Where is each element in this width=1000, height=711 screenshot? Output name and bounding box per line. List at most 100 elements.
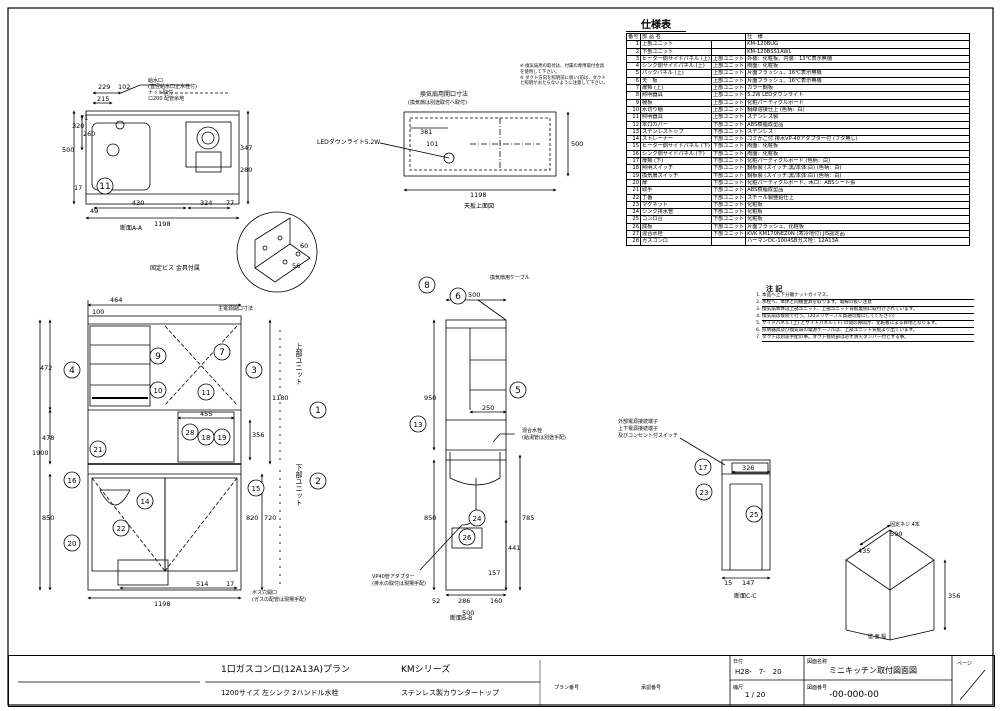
page-label: ページ (957, 661, 972, 667)
svg-text:3: 3 (251, 366, 257, 376)
balloon-14: 14 (136, 492, 154, 510)
corner-detail (845, 524, 947, 641)
svg-text:16: 16 (68, 477, 77, 485)
spec-cell-name: 上部ユニット (640, 40, 712, 49)
sheet-border (7, 7, 994, 706)
balloon-12: 11 (96, 177, 114, 195)
date-label: 日付 (733, 659, 744, 665)
spec-cell-name: 本口カバー (640, 120, 712, 129)
svg-text:11: 11 (202, 389, 211, 397)
front-elevation-view (38, 300, 281, 600)
label-base-note: 固定ネジ 4本 (890, 521, 920, 528)
label-elec-supply: 主電源開口寸法 (218, 305, 253, 312)
dim-435: 435 (858, 547, 870, 555)
dim-215: 215 (97, 95, 109, 103)
label-section-a: 断面A-A (120, 224, 143, 232)
dim-1180: 1180 (272, 394, 289, 402)
spec-cell-unit: 上部ユニット (710, 76, 747, 86)
spec-cell-no: 26 (626, 222, 641, 232)
note-item: 本品へ上下分離ナットガイマス。 (762, 293, 974, 300)
label-drain-note2: (ガスの配管は現場手配) (252, 596, 306, 603)
label-drain-note: ボス穴開口 (252, 589, 277, 596)
svg-text:28: 28 (186, 429, 195, 437)
spec-cell-no: 23 (626, 200, 641, 210)
spec-cell-name: ステンレストップ (640, 127, 712, 137)
spec-cell-unit: 下部ユニット (710, 208, 747, 217)
spec-cell-spec: 化粧板 (745, 215, 970, 224)
spec-cell-spec: ステンレス製 (745, 113, 970, 122)
spec-cell-no: 14 (626, 135, 641, 144)
spec-cell-no: 18 (626, 164, 641, 173)
spec-header-row: 番号 部 品 名 仕 様 (626, 32, 970, 42)
dim-720: 720 (264, 514, 276, 522)
spec-cell-unit: 上部ユニット (710, 62, 747, 71)
spec-cell-unit: 下部ユニット (710, 171, 747, 180)
label-led: LEDダウンライト5.2W (317, 138, 380, 146)
balloon-1: 1 (309, 401, 327, 419)
spec-cell-no: 20 (626, 178, 641, 188)
balloon-25: 25 (745, 505, 763, 523)
dim-500: 500 (62, 146, 74, 154)
dim-356: 356 (252, 431, 264, 439)
unit-labels: 上部ユニット 下部ユニット (295, 342, 303, 506)
spec-col-spec: 仕 様 (745, 32, 970, 42)
dim-500-b: 500 (468, 291, 480, 299)
note-item: 換気扇本体は上部ユニット、上部ユニット背板裏側に取付けされています。 (762, 307, 974, 314)
balloon-15: 15 (247, 479, 265, 497)
note-item: 水栓へ、本体と同梱金具を取ります。電線の扱い注意 (762, 300, 974, 307)
spec-cell-name: ガスコンロ (640, 237, 712, 246)
balloon-7: 7 (213, 343, 231, 361)
spec-cell-no: 12 (626, 120, 641, 129)
spec-cell-spec: 鋼線溶接仕上 (色柄：白) (745, 105, 970, 115)
plan-name-3: ステンレス製カウンタートップ (401, 689, 499, 697)
spec-cell-unit: 下部ユニット (710, 215, 747, 224)
plan-name-1: 1口ガスコンロ(12A13A)プラン (221, 665, 350, 675)
spec-cell-unit (710, 237, 747, 246)
dim-1198-a: 1198 (154, 220, 171, 228)
dim-455: 455 (200, 410, 212, 418)
dim-347: 347 (240, 144, 252, 152)
spec-cell-spec: ハーマンDC-1004SBガス栓：12A13A (745, 237, 970, 246)
dim-260: 260 (83, 130, 95, 138)
dim-950: 950 (424, 394, 436, 402)
spec-cell-spec: 外装：化粧板、内装：13℃表示無機 (745, 54, 970, 64)
drawing-number: -00-000-00 (829, 690, 879, 700)
svg-text:24: 24 (473, 515, 482, 523)
spec-cell-name: 照明器具 (640, 113, 712, 122)
dim-381: 381 (420, 128, 432, 136)
instr-line: ※ ダクト方向を照明前に扱い(前は、ダクトと照明がおたらないように注意して下さい… (520, 75, 608, 87)
spec-cell-unit: 下部ユニット (710, 200, 747, 210)
dim-280: 280 (240, 166, 252, 174)
spec-cell-spec: 両面：化粧板 (745, 62, 970, 71)
spec-cell-no: 16 (626, 149, 641, 159)
titleblock-lines (18, 655, 986, 705)
label-hinge-sub3: ロ200 配管余地 (148, 95, 184, 102)
label-feed: 混合水栓 (522, 427, 542, 434)
balloon-18: 18 (197, 428, 215, 446)
spec-cell-name: シンク側サイドパネル (下) (640, 149, 712, 159)
spec-col-no: 番号 (626, 32, 641, 42)
label-outlet-sub2: 及びコンセント付スイッチ (618, 432, 678, 439)
spec-cell-unit: 上部ユニット (710, 98, 747, 107)
dim-472: 472 (40, 364, 52, 372)
dim-850: 850 (42, 514, 54, 522)
spec-cell-name: バックパネル (上) (640, 69, 712, 78)
spec-cell-name: 水切り棚 (640, 105, 712, 115)
balloon-13: 13 (409, 415, 427, 433)
dim-56: 56 (292, 262, 300, 270)
spec-cell-unit: 下部ユニット (710, 127, 747, 137)
label-outlet: 外部電源接続端子 (618, 418, 658, 425)
dim-356-c: 356 (948, 592, 960, 600)
spec-cell-unit: 上部ユニット (710, 69, 747, 78)
spec-cell-name: 扉類 (下) (640, 157, 712, 166)
